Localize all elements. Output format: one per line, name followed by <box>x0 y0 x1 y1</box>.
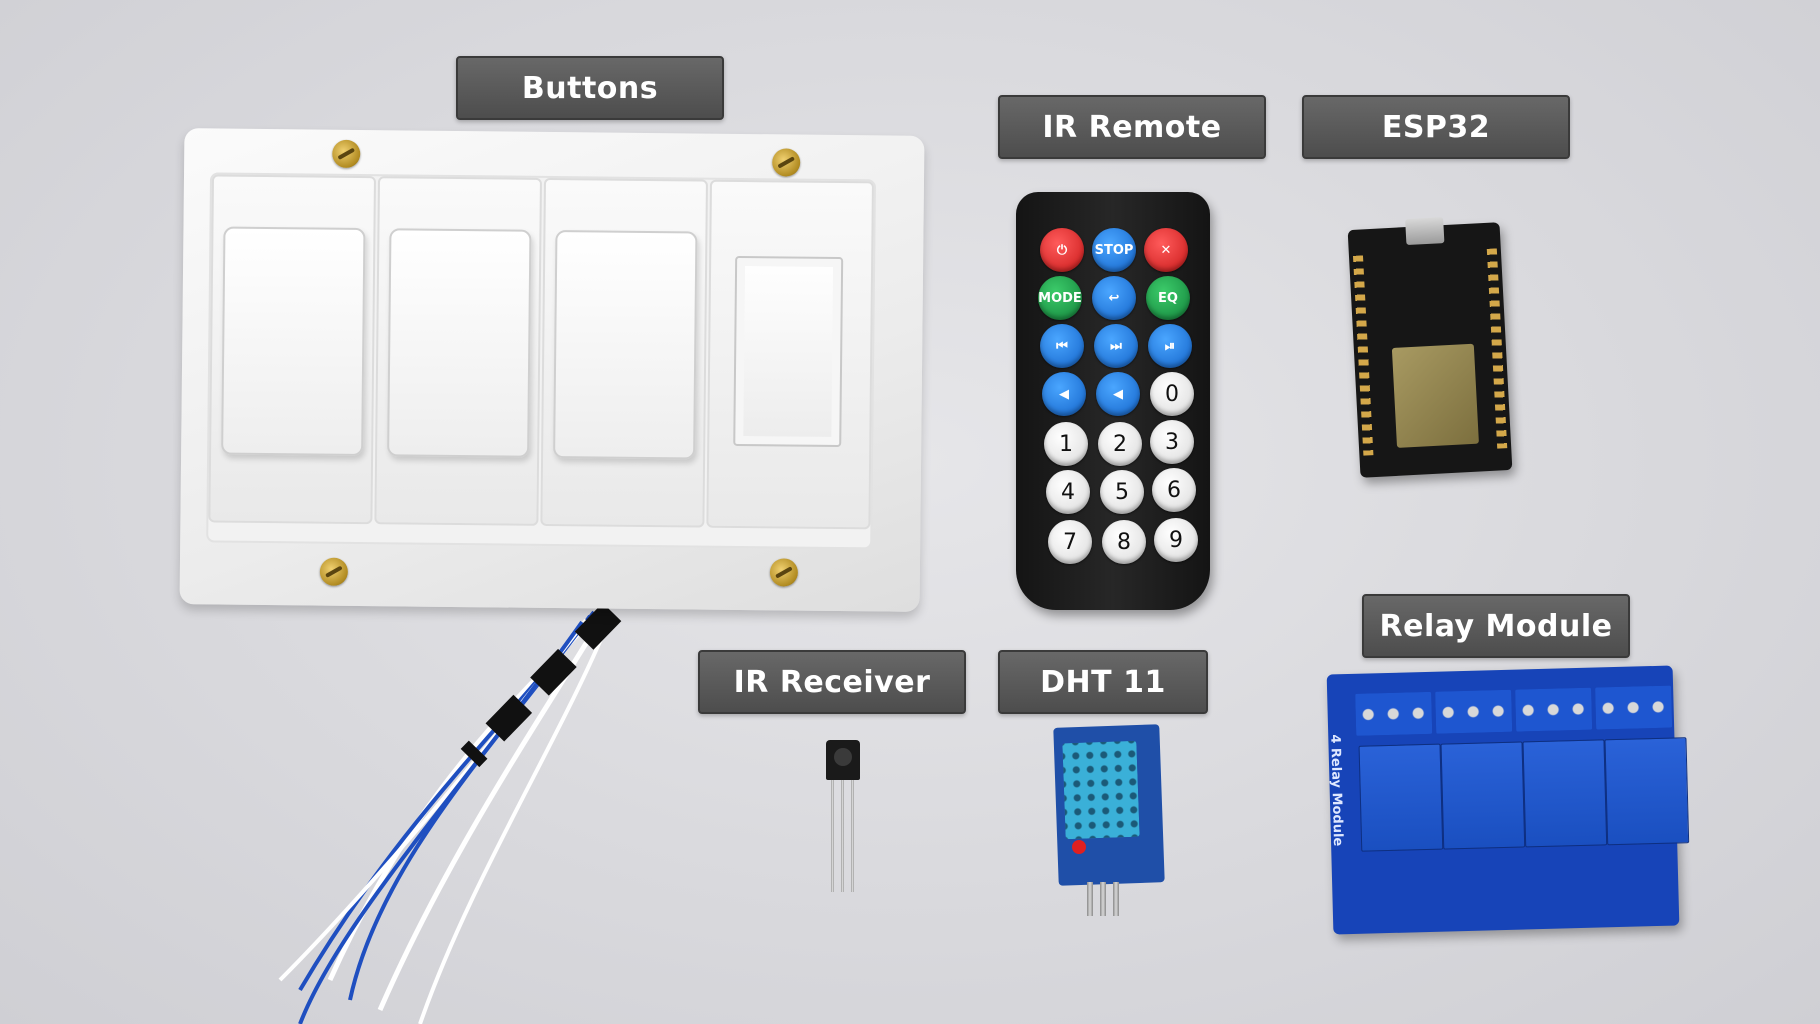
relay-1 <box>1358 743 1444 852</box>
digit-8-button[interactable]: 8 <box>1102 520 1146 564</box>
digit-9-button[interactable]: 9 <box>1154 518 1198 562</box>
screw-icon <box>332 139 361 168</box>
screw-icon <box>319 557 349 586</box>
switch-board <box>179 128 925 612</box>
ir-receiver-leg <box>851 780 854 892</box>
ir-receiver-leg <box>841 780 844 892</box>
relay-board-text: 4 Relay Module <box>1327 734 1346 847</box>
ir-receiver-leg <box>831 780 834 892</box>
vol-up-icon[interactable]: ◀ <box>1096 372 1140 416</box>
eq-button[interactable]: EQ <box>1146 276 1190 320</box>
label-ir-receiver: IR Receiver <box>698 650 966 714</box>
label-esp32: ESP32 <box>1302 95 1570 159</box>
mute-icon[interactable]: ✕ <box>1144 228 1188 272</box>
power-icon[interactable]: ⏻ <box>1040 228 1084 272</box>
terminal-block <box>1435 689 1513 734</box>
rocker[interactable] <box>733 255 844 448</box>
label-ir-remote: IR Remote <box>998 95 1266 159</box>
digit-0-button[interactable]: 0 <box>1150 372 1194 416</box>
next-icon[interactable]: ⏭ <box>1094 324 1138 368</box>
label-buttons: Buttons <box>456 56 724 120</box>
terminal-block <box>1355 691 1433 736</box>
switch-plate <box>206 172 877 550</box>
dht11-led <box>1072 840 1086 854</box>
vol-down-icon[interactable]: ◀ <box>1042 372 1086 416</box>
return-icon[interactable]: ↩ <box>1092 276 1136 320</box>
usb-port <box>1405 217 1445 246</box>
ir-remote: ⏻ STOP ✕ MODE ↩ EQ ⏮ ⏭ ⏯ ◀ ◀ 0 1 2 3 4 5… <box>1016 192 1210 610</box>
relay-3 <box>1522 739 1608 848</box>
switch-2[interactable] <box>374 176 543 526</box>
switch-4[interactable] <box>706 179 874 530</box>
switch-3[interactable] <box>540 177 709 528</box>
rocker[interactable] <box>387 228 532 458</box>
rocker[interactable] <box>221 226 366 457</box>
esp32-module-shield <box>1391 343 1479 448</box>
prev-icon[interactable]: ⏮ <box>1040 324 1084 368</box>
dht11-pin <box>1100 882 1106 916</box>
rocker[interactable] <box>553 230 698 460</box>
relay-module-board: 4 Relay Module <box>1326 665 1690 935</box>
play-pause-icon[interactable]: ⏯ <box>1148 324 1192 368</box>
esp32-board <box>1347 217 1513 478</box>
dht11-pin <box>1113 882 1119 916</box>
terminal-block <box>1595 685 1673 730</box>
digit-6-button[interactable]: 6 <box>1152 468 1196 512</box>
label-relay-module: Relay Module <box>1362 594 1630 658</box>
digit-1-button[interactable]: 1 <box>1044 422 1088 466</box>
terminal-block <box>1515 687 1593 732</box>
dht11-pin <box>1087 882 1093 916</box>
digit-5-button[interactable]: 5 <box>1100 470 1144 514</box>
screw-icon <box>772 148 801 177</box>
digit-3-button[interactable]: 3 <box>1150 420 1194 464</box>
stop-button[interactable]: STOP <box>1092 228 1136 272</box>
mode-button[interactable]: MODE <box>1038 276 1082 320</box>
screw-icon <box>769 558 799 587</box>
switch-1[interactable] <box>208 174 377 525</box>
relay-2 <box>1440 741 1526 850</box>
relay-4 <box>1604 737 1690 846</box>
digit-7-button[interactable]: 7 <box>1048 520 1092 564</box>
digit-2-button[interactable]: 2 <box>1098 422 1142 466</box>
digit-4-button[interactable]: 4 <box>1046 470 1090 514</box>
label-dht11: DHT 11 <box>998 650 1208 714</box>
dht11-sensor <box>1062 740 1140 840</box>
ir-receiver-lens <box>834 748 852 766</box>
